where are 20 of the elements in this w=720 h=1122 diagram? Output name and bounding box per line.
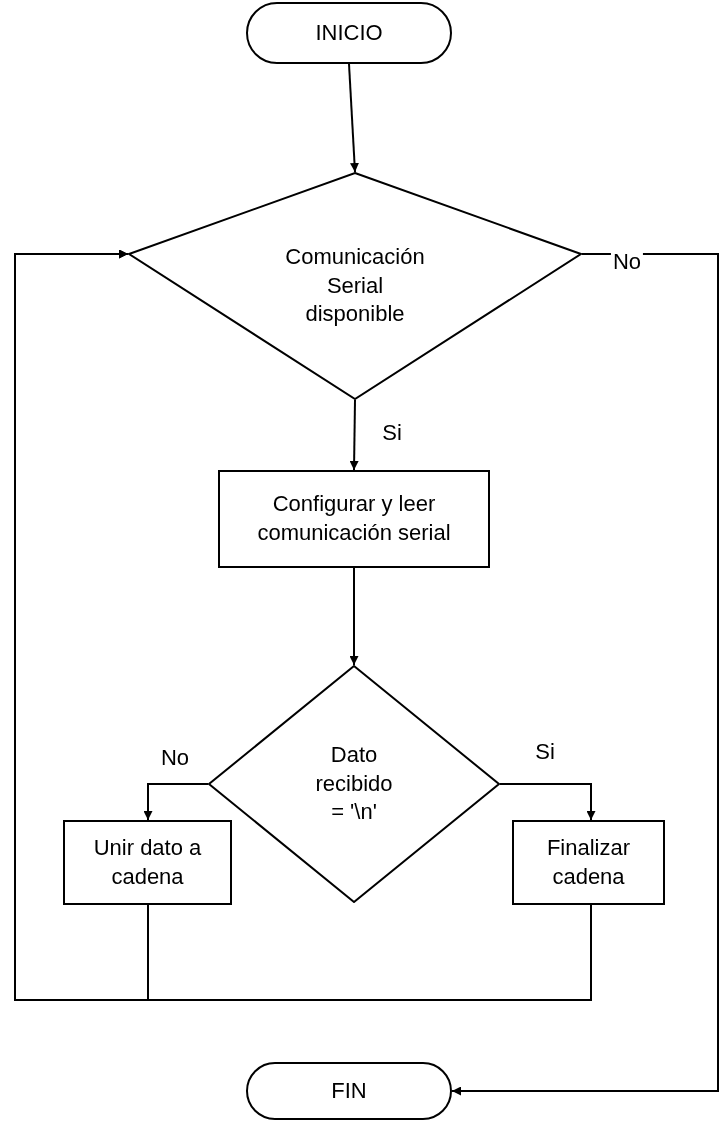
node-label: Configurar y leer comunicación serial: [256, 490, 452, 547]
process-box: [512, 820, 665, 905]
arrow: [348, 63, 359, 173]
arrow: [451, 253, 719, 1096]
terminal-node: [246, 1062, 452, 1120]
node-label: FIN: [331, 1076, 367, 1105]
node-label: INICIO: [315, 18, 383, 47]
decision-diamond: [208, 665, 500, 903]
arrow: [349, 399, 359, 471]
decision-diamond: [128, 172, 582, 400]
node-label: Finalizar cadena: [545, 833, 632, 891]
process-box: [218, 470, 490, 568]
node-label: Comunicación Serial disponible: [284, 243, 426, 329]
process-box: [63, 820, 232, 905]
arrow: [143, 783, 209, 821]
node-label: Unir dato a cadena: [92, 833, 203, 891]
arrow: [14, 249, 592, 1001]
arrow: [349, 567, 359, 666]
node-label: Dato recibido = '\n': [315, 741, 393, 827]
arrow: [499, 783, 596, 821]
